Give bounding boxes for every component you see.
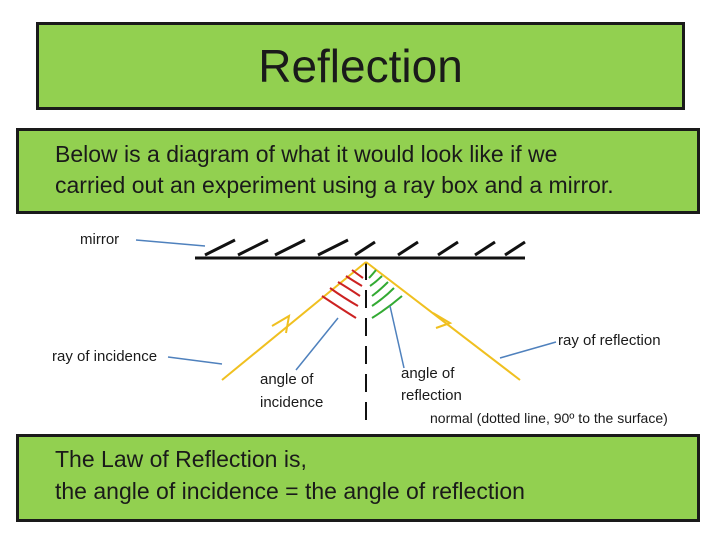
intro-text: Below is a diagram of what it would look… xyxy=(55,139,689,201)
mirror-pointer xyxy=(135,239,206,247)
angle-of-incidence-marks xyxy=(321,269,364,319)
angle-of-reflection-label-line-2: reflection xyxy=(401,387,462,404)
mirror-label: mirror xyxy=(80,231,120,248)
law-line-2: the angle of incidence = the angle of re… xyxy=(55,478,525,504)
title-box: Reflection xyxy=(36,22,685,110)
reflected-ray-arrow xyxy=(432,312,453,329)
law-box: The Law of Reflection is, the angle of i… xyxy=(16,434,700,522)
law-line-1: The Law of Reflection is, xyxy=(55,446,307,472)
incident-ray-arrow xyxy=(271,314,291,334)
intro-line-2: carried out an experiment using a ray bo… xyxy=(55,172,614,198)
ray-of-reflection-label: ray of reflection xyxy=(558,332,661,349)
angle-of-reflection-label-line-1: angle of xyxy=(401,365,455,382)
mirror-hatching xyxy=(204,238,526,257)
angle-reflection-pointer xyxy=(389,305,405,369)
page-title: Reflection xyxy=(258,40,463,92)
angle-of-incidence-label-line-1: angle of xyxy=(260,371,314,388)
angle-of-reflection-marks xyxy=(368,269,403,319)
normal-label: normal (dotted line, 90º to the surface) xyxy=(430,410,668,426)
reflection-ray-pointer xyxy=(499,341,557,359)
intro-line-1: Below is a diagram of what it would look… xyxy=(55,141,558,167)
law-text: The Law of Reflection is, the angle of i… xyxy=(55,443,689,507)
intro-box: Below is a diagram of what it would look… xyxy=(16,128,700,214)
label-pointers xyxy=(135,239,557,371)
ray-of-incidence-label: ray of incidence xyxy=(52,348,158,365)
angle-of-incidence-label-line-2: incidence xyxy=(260,394,324,411)
reflected-ray xyxy=(365,261,521,381)
incidence-ray-pointer xyxy=(167,356,223,365)
incident-ray xyxy=(221,261,367,381)
angle-incidence-pointer xyxy=(295,317,339,371)
